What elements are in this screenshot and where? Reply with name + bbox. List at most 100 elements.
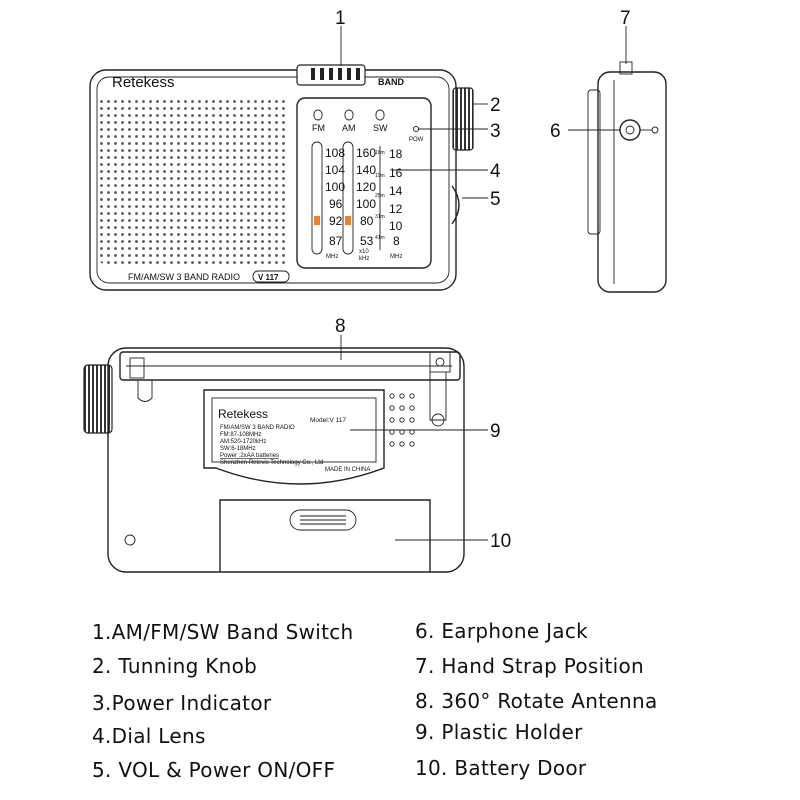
- battery-door: [219, 499, 431, 572]
- front-view: BAND Retekess FM AM SW POW 108 104 100 9…: [89, 64, 474, 291]
- volume-knob: [451, 185, 460, 225]
- am-tick-label: 160: [356, 146, 376, 160]
- pow-label: POW: [409, 137, 424, 143]
- sw-tick-label: 18: [389, 147, 403, 161]
- spec-line: MADE IN CHINA: [325, 467, 370, 473]
- sw-tick-label: 14: [389, 184, 403, 198]
- antenna: [119, 351, 461, 381]
- legend-item: 3.Power Indicator: [92, 691, 272, 715]
- sw-tick-label: 12: [389, 202, 403, 216]
- callout-6: 6: [550, 121, 561, 142]
- callout-1: 1: [335, 8, 346, 29]
- fm-tick-label: 104: [325, 163, 345, 177]
- fm-pointer-tube: [311, 141, 323, 255]
- band-am-label: AM: [342, 123, 356, 133]
- power-indicator: [412, 125, 420, 133]
- legend-item: 8. 360° Rotate Antenna: [415, 689, 658, 713]
- fm-tick-label: 96: [329, 197, 343, 211]
- am-unit-2: kHz: [359, 256, 369, 262]
- spec-line: Power :2xAA batteries: [220, 453, 279, 459]
- spec-line: Shenzhen Retevis Technology Co., Ltd: [220, 460, 323, 466]
- legend-item: 2. Tunning Knob: [92, 654, 258, 678]
- spec-line: FM:87-108MHz: [220, 432, 261, 438]
- callout-10: 10: [490, 531, 511, 552]
- model-badge-frame: [252, 270, 290, 283]
- am-tick-label: 100: [356, 197, 376, 211]
- sw-meter-band: 16m: [375, 150, 385, 156]
- back-tuning-knob: [83, 364, 113, 434]
- side-knob-profile: [587, 89, 601, 235]
- am-scale: 160 140 120 100 80 53 x10 kHz: [356, 146, 376, 262]
- legend-item: 9. Plastic Holder: [415, 720, 583, 744]
- back-view: Retekess Model:V 117 FM/AM/SW 3 BAND RAD…: [83, 347, 465, 573]
- fm-tick-label: 100: [325, 180, 345, 194]
- fm-unit: MHz: [326, 254, 338, 260]
- band-label: BAND: [378, 77, 404, 87]
- callout-leaders: [340, 26, 627, 541]
- fm-tick-label: 108: [325, 146, 345, 160]
- legend-item: 6. Earphone Jack: [415, 619, 589, 643]
- fm-pointer: [314, 216, 320, 225]
- sw-tick-label: 8: [393, 234, 400, 248]
- screw: [431, 413, 445, 427]
- callout-8: 8: [335, 316, 346, 337]
- spec-line: AM:520-1720kHz: [220, 439, 266, 445]
- fm-tick-label: 87: [329, 234, 343, 248]
- band-fm-label: FM: [312, 123, 325, 133]
- am-tick-label: 80: [360, 214, 374, 228]
- legend-item: 1.AM/FM/SW Band Switch: [92, 620, 354, 644]
- callout-9: 9: [490, 421, 501, 442]
- screw: [124, 534, 136, 546]
- legend-item: 10. Battery Door: [415, 756, 587, 780]
- antenna-clip: [429, 372, 447, 421]
- callout-5: 5: [490, 189, 501, 210]
- front-body: [89, 69, 457, 291]
- band-switch-ridges: [311, 68, 360, 80]
- sw-meter-band: 25m: [375, 193, 385, 199]
- sw-meter-band: 19m: [375, 173, 385, 179]
- dial-lens: [296, 97, 432, 269]
- sw-meter-band: 31m: [375, 214, 385, 220]
- am-pointer: [345, 216, 351, 225]
- am-tick-label: 120: [356, 180, 376, 194]
- side-body: [597, 71, 667, 293]
- band-sw-label: SW: [373, 123, 388, 133]
- back-body: [107, 347, 465, 573]
- callout-3: 3: [490, 121, 501, 142]
- tuning-knob: [452, 87, 474, 151]
- vent-holes: [389, 393, 415, 447]
- spec-line: FM/AM/SW 3 BAND RADIO: [220, 425, 295, 431]
- sw-tick-label: 10: [389, 219, 403, 233]
- model-badge: V 117: [258, 273, 279, 282]
- callout-7: 7: [620, 8, 631, 29]
- antenna-tip: [429, 351, 451, 373]
- antenna-hinge: [129, 357, 145, 379]
- side-view: [587, 61, 667, 293]
- back-model: Model:V 117: [310, 417, 346, 424]
- speaker-grille: [100, 96, 288, 264]
- fm-scale: 108 104 100 96 92 87 MHz: [325, 146, 345, 260]
- legend-item: 4.Dial Lens: [92, 724, 206, 748]
- sw-scale: 18 16 14 12 10 8 MHz 16m 19m 25m 31m 41m: [375, 147, 403, 260]
- sw-tick-label: 16: [389, 166, 403, 180]
- spec-line: SW:6-18MHz: [220, 446, 256, 452]
- plastic-holder: [203, 389, 385, 485]
- am-tick-label: 53: [360, 234, 374, 248]
- sw-unit: MHz: [390, 254, 402, 260]
- earphone-jack: [619, 119, 641, 141]
- am-pointer-tube: [342, 141, 354, 255]
- callout-4: 4: [490, 161, 501, 182]
- legend-item: 5. VOL & Power ON/OFF: [92, 758, 336, 782]
- am-tick-label: 140: [356, 163, 376, 177]
- sw-meter-band: 41m: [375, 235, 385, 241]
- callout-2: 2: [490, 95, 501, 116]
- legend-item: 7. Hand Strap Position: [415, 654, 645, 678]
- front-brand: Retekess: [112, 74, 175, 91]
- am-unit-1: x10: [359, 249, 369, 255]
- back-brand: Retekess: [218, 407, 268, 421]
- model-text: FM/AM/SW 3 BAND RADIO: [128, 272, 240, 282]
- band-indicators: [313, 109, 385, 121]
- battery-door-latch: [289, 509, 357, 531]
- fm-tick-label: 92: [329, 214, 343, 228]
